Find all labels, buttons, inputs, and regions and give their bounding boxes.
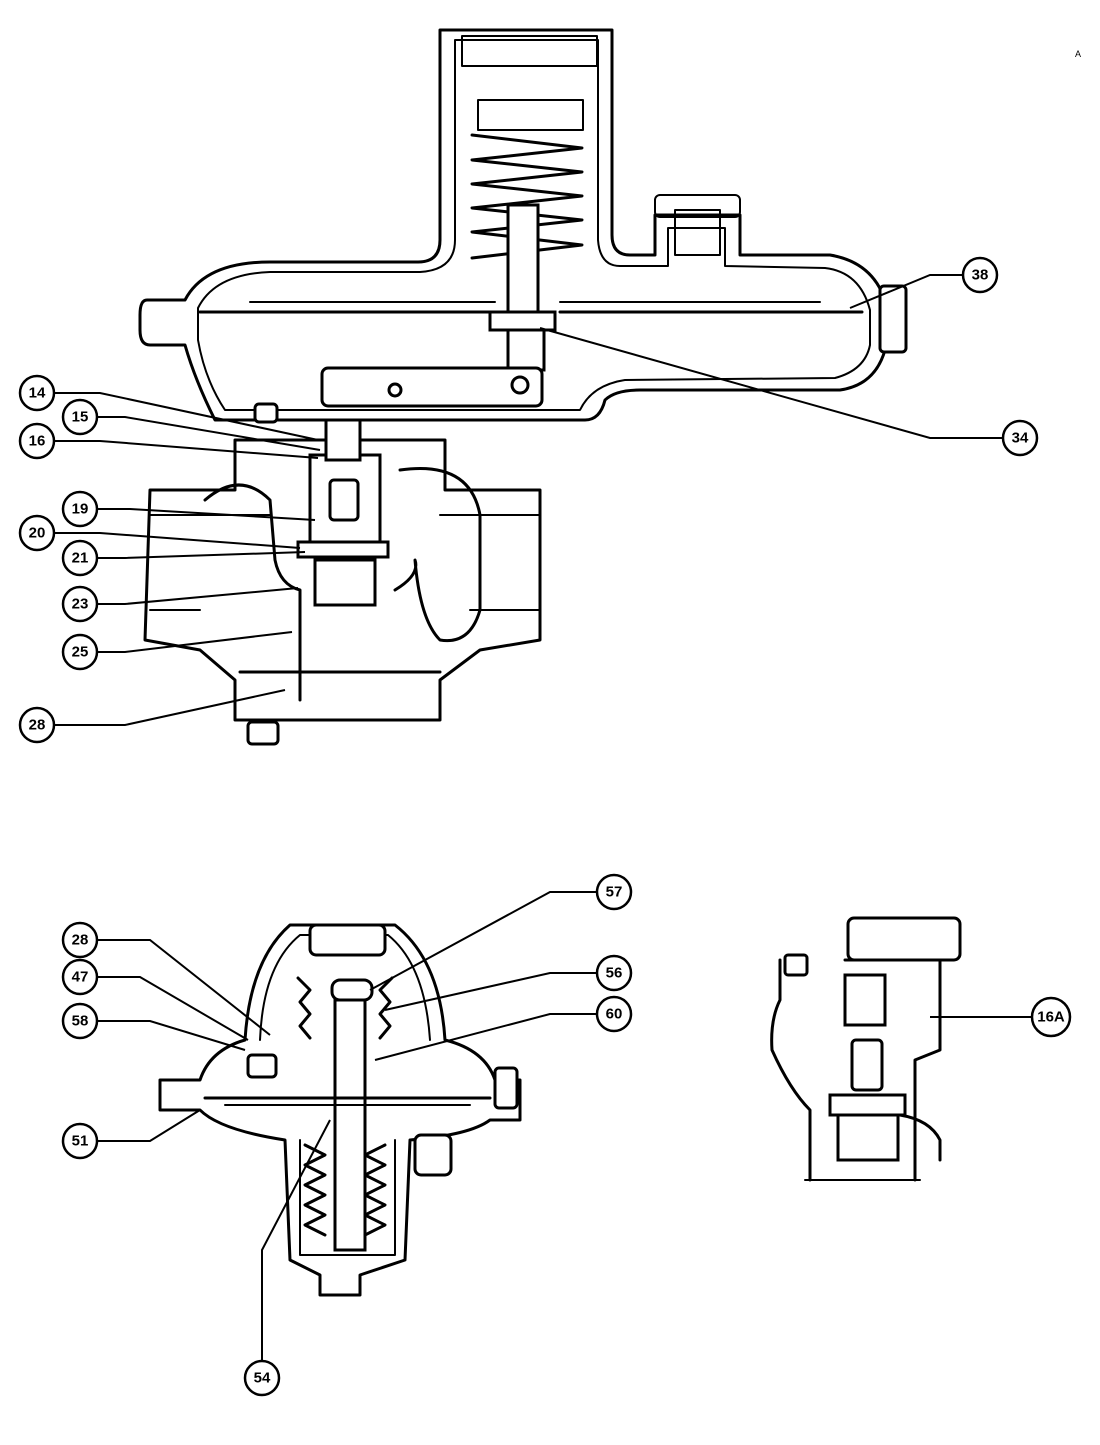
leader-14 [54,392,319,441]
leader-57 [369,891,597,991]
svg-text:56: 56 [606,965,623,982]
callout-54: 54 [243,1359,281,1397]
corner-mark: A [1075,49,1081,59]
svg-text:47: 47 [72,969,89,986]
inset-16a-drawing [770,916,962,1182]
leader-51 [97,1109,201,1142]
leader-25 [97,631,293,653]
svg-text:16A: 16A [1037,1009,1065,1026]
callout-16a: 16A [1030,996,1072,1038]
leader-16 [54,440,319,459]
callout-57: 57 [595,873,633,911]
leader-23 [97,587,299,605]
callout-23: 23 [61,585,99,623]
callout-51: 51 [61,1122,99,1160]
leader-47 [97,976,249,1041]
leader-28b [97,939,271,1036]
callout-14: 14 [18,374,56,412]
leader-58 [97,1020,246,1051]
leader-60 [374,1013,597,1061]
callout-21: 21 [61,539,99,577]
callout-28-lower: 28 [61,921,99,959]
svg-text:16: 16 [29,433,46,450]
svg-text:34: 34 [1012,430,1029,447]
svg-text:28: 28 [29,717,46,734]
leader-21 [97,551,306,559]
main-regulator-drawing [138,28,908,746]
svg-text:38: 38 [972,267,989,284]
callout-38: 38 [961,256,999,294]
svg-text:60: 60 [606,1006,623,1023]
leader-38 [849,274,963,309]
callout-28-upper: 28 [18,706,56,744]
callout-34: 34 [1001,419,1039,457]
svg-text:23: 23 [72,596,89,613]
svg-text:19: 19 [72,501,89,518]
leader-20 [54,532,301,549]
svg-text:51: 51 [72,1133,89,1150]
leader-34 [539,327,1003,439]
svg-text:15: 15 [72,409,89,426]
svg-text:58: 58 [72,1013,89,1030]
svg-text:20: 20 [29,525,46,542]
leader-28a [54,689,286,726]
leader-19 [97,508,316,521]
callout-60: 60 [595,995,633,1033]
leader-54 [261,1119,331,1360]
svg-text:54: 54 [254,1370,271,1387]
svg-text:28: 28 [72,932,89,949]
leader-15 [97,416,321,451]
leader-lines [54,274,1032,1360]
callout-19: 19 [61,490,99,528]
callout-47: 47 [61,958,99,996]
svg-text:57: 57 [606,884,623,901]
svg-text:14: 14 [29,385,46,402]
svg-text:21: 21 [72,550,89,567]
callout-15: 15 [61,398,99,436]
leader-56 [384,972,597,1011]
callout-20: 20 [18,514,56,552]
callout-16: 16 [18,422,56,460]
svg-text:25: 25 [72,644,89,661]
lower-left-assembly-drawing [158,923,522,1297]
callout-56: 56 [595,954,633,992]
callout-58: 58 [61,1002,99,1040]
callout-25: 25 [61,633,99,671]
